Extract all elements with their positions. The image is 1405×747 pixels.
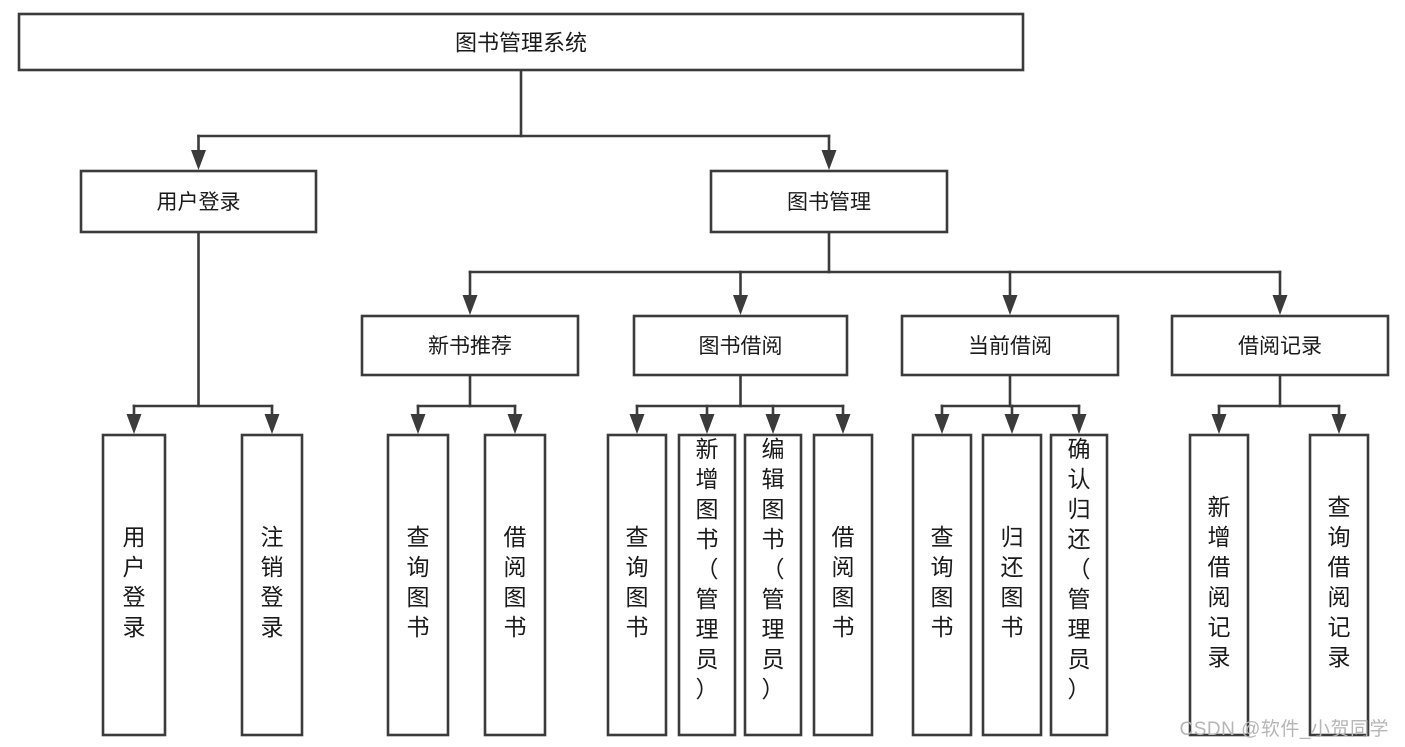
bookmanage-to-l3-arrow-3	[1272, 295, 1288, 315]
leafgrp-book-borrow-arrow-1	[699, 414, 715, 434]
leafgrp-new-book-recommend-arrow-1	[507, 414, 523, 434]
leafgrp-borrow-records-arrow-0	[1211, 414, 1227, 434]
node-leaf-query-book-3[interactable]: 查询图书	[911, 433, 973, 737]
node-label-leaf-confirm-return: 确认归还（管理员）	[1068, 436, 1091, 702]
node-box-leaf-query-book-1	[386, 433, 450, 737]
node-leaf-confirm-return[interactable]: 确认归还（管理员）	[1049, 433, 1109, 737]
node-leaf-query-book-2[interactable]: 查询图书	[606, 433, 668, 737]
node-leaf-query-book-1[interactable]: 查询图书	[386, 433, 450, 737]
bookmanage-to-l3-arrow-0	[462, 295, 478, 315]
node-label-current-borrow: 当前借阅	[968, 335, 1052, 358]
node-label-leaf-query-book-1: 查询图书	[407, 524, 430, 640]
node-label-root: 图书管理系统	[455, 31, 587, 56]
nodes-layer: 图书管理系统用户登录图书管理新书推荐图书借阅当前借阅借阅记录用户登录注销登录查询…	[17, 12, 1390, 737]
leafgrp-book-borrow-arrow-3	[835, 414, 851, 434]
node-book-manage[interactable]: 图书管理	[709, 169, 949, 234]
node-box-borrow-records	[1170, 314, 1390, 377]
node-box-leaf-query-record	[1308, 433, 1370, 737]
node-leaf-add-book[interactable]: 新增图书（管理员）	[677, 433, 737, 737]
node-label-book-manage: 图书管理	[787, 191, 871, 214]
node-label-user-login: 用户登录	[157, 191, 241, 214]
node-leaf-borrow-book-2[interactable]: 借阅图书	[812, 433, 874, 737]
node-box-leaf-edit-book	[743, 433, 803, 737]
node-borrow-records[interactable]: 借阅记录	[1170, 314, 1390, 377]
node-box-leaf-query-book-2	[606, 433, 668, 737]
node-leaf-edit-book[interactable]: 编辑图书（管理员）	[743, 433, 803, 737]
leafgrp-book-borrow-arrow-2	[765, 414, 781, 434]
leafgrp-current-borrow-arrow-2	[1071, 414, 1087, 434]
leafgrp-user-login-arrow-0	[126, 414, 142, 434]
node-leaf-borrow-book-1[interactable]: 借阅图书	[483, 433, 547, 737]
csdn-watermark: CSDN @软件_小贺同学	[1179, 719, 1389, 740]
node-label-leaf-query-record: 查询借阅记录	[1328, 494, 1351, 670]
leafgrp-current-borrow-arrow-0	[934, 414, 950, 434]
root-to-l2-arrow-1	[821, 150, 837, 170]
node-label-leaf-user-login: 用户登录	[123, 524, 146, 640]
node-leaf-user-login[interactable]: 用户登录	[101, 433, 167, 737]
leafgrp-book-borrow-arrow-0	[629, 414, 645, 434]
leafgrp-new-book-recommend-arrow-0	[410, 414, 426, 434]
bookmanage-to-l3-arrow-2	[1002, 295, 1018, 315]
node-label-leaf-return-book: 归还图书	[1001, 524, 1024, 640]
node-box-leaf-return-book	[981, 433, 1043, 737]
leafgrp-current-borrow-arrow-1	[1004, 414, 1020, 434]
node-leaf-return-book[interactable]: 归还图书	[981, 433, 1043, 737]
node-box-current-borrow	[900, 314, 1120, 377]
node-leaf-user-logout[interactable]: 注销登录	[240, 433, 304, 737]
node-label-leaf-user-logout: 注销登录	[261, 524, 284, 640]
leafgrp-borrow-records-arrow-1	[1331, 414, 1347, 434]
node-label-leaf-borrow-book-1: 借阅图书	[504, 524, 527, 640]
node-box-user-login	[79, 169, 318, 234]
node-leaf-query-record[interactable]: 查询借阅记录	[1308, 433, 1370, 737]
node-label-leaf-edit-book: 编辑图书（管理员）	[762, 436, 785, 702]
node-label-leaf-add-record: 新增借阅记录	[1208, 494, 1231, 670]
node-label-leaf-query-book-3: 查询图书	[931, 524, 954, 640]
node-box-leaf-confirm-return	[1049, 433, 1109, 737]
node-box-leaf-query-book-3	[911, 433, 973, 737]
node-box-root	[17, 12, 1025, 72]
node-box-leaf-add-book	[677, 433, 737, 737]
node-label-book-borrow: 图书借阅	[699, 335, 783, 358]
node-new-book-recommend[interactable]: 新书推荐	[360, 314, 580, 377]
node-box-new-book-recommend	[360, 314, 580, 377]
node-box-book-manage	[709, 169, 949, 234]
connectors-layer	[126, 68, 1347, 434]
node-label-leaf-query-book-2: 查询图书	[626, 524, 649, 640]
node-box-leaf-add-record	[1188, 433, 1250, 737]
node-leaf-add-record[interactable]: 新增借阅记录	[1188, 433, 1250, 737]
node-label-leaf-add-book: 新增图书（管理员）	[696, 436, 719, 702]
node-box-leaf-borrow-book-1	[483, 433, 547, 737]
node-box-leaf-user-login	[101, 433, 167, 737]
node-label-leaf-borrow-book-2: 借阅图书	[832, 524, 855, 640]
node-box-book-borrow	[632, 314, 849, 377]
node-label-borrow-records: 借阅记录	[1238, 335, 1322, 358]
node-current-borrow[interactable]: 当前借阅	[900, 314, 1120, 377]
node-book-borrow[interactable]: 图书借阅	[632, 314, 849, 377]
node-box-leaf-borrow-book-2	[812, 433, 874, 737]
node-box-leaf-user-logout	[240, 433, 304, 737]
bookmanage-to-l3-arrow-1	[733, 295, 748, 315]
leafgrp-user-login-arrow-1	[264, 414, 280, 434]
node-root[interactable]: 图书管理系统	[17, 12, 1025, 72]
node-label-new-book-recommend: 新书推荐	[428, 335, 512, 358]
root-to-l2-arrow-0	[191, 150, 206, 170]
node-user-login[interactable]: 用户登录	[79, 169, 318, 234]
